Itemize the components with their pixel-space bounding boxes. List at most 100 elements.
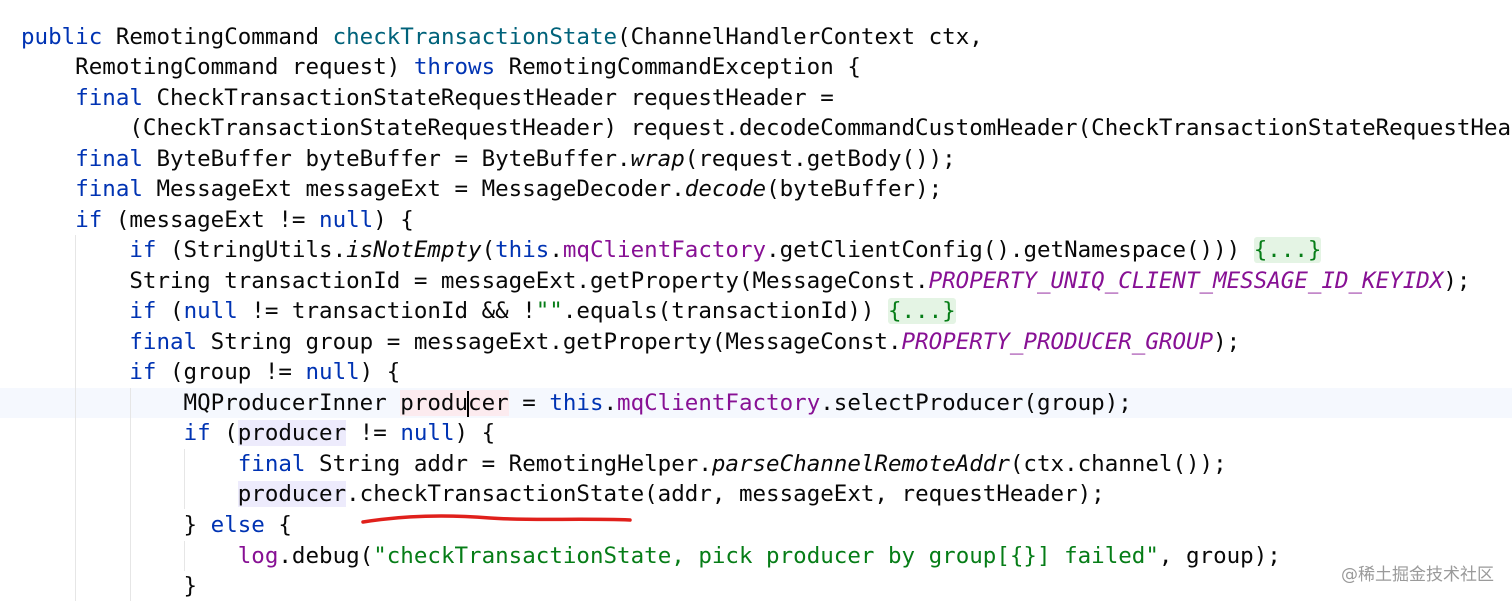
token-text: } xyxy=(21,512,211,538)
code-line-9[interactable]: String transactionId = messageExt.getPro… xyxy=(21,266,1470,296)
token-text: MessageExt messageExt = MessageDecoder. xyxy=(142,176,685,202)
code-line-17[interactable]: } else { xyxy=(21,510,292,540)
watermark: @稀土掘金技术社区 xyxy=(1341,565,1494,585)
token-text: .selectProducer(group); xyxy=(820,390,1132,416)
code-line-6[interactable]: final MessageExt messageExt = MessageDec… xyxy=(21,174,942,204)
token-text: .checkTransactionState(addr, messageExt,… xyxy=(346,481,1105,507)
token-keyword: final xyxy=(237,451,306,477)
token-keyword: final xyxy=(75,176,143,202)
token-variable: produ xyxy=(400,390,469,416)
token-indent xyxy=(21,176,75,202)
token-text: ByteBuffer byteBuffer = ByteBuffer. xyxy=(142,146,631,172)
token-indent xyxy=(21,329,129,355)
code-line-19[interactable]: } xyxy=(21,571,198,601)
token-indent xyxy=(21,85,75,111)
token-static-field: PROPERTY_PRODUCER_GROUP xyxy=(901,329,1214,355)
token-text: String transactionId = messageExt.getPro… xyxy=(21,268,929,294)
token-method-name: checkTransactionState xyxy=(332,24,618,50)
code-line-5[interactable]: final ByteBuffer byteBuffer = ByteBuffer… xyxy=(21,144,956,174)
token-indent xyxy=(21,543,238,569)
token-keyword: null xyxy=(400,420,455,446)
token-keyword: if xyxy=(75,207,103,233)
token-text: .equals(transactionId)) xyxy=(562,298,888,324)
code-line-15[interactable]: final String addr = RemotingHelper.parse… xyxy=(21,449,1227,479)
token-keyword: else xyxy=(210,512,265,538)
token-text: (CheckTransactionStateRequestHeader) req… xyxy=(21,115,1512,141)
token-text: .getClientConfig().getNamespace())) xyxy=(766,237,1254,263)
token-text: String addr = RemotingHelper. xyxy=(305,451,712,477)
token-text: (request.getBody()); xyxy=(684,146,956,172)
code-line-8[interactable]: if (StringUtils.isNotEmpty(this.mqClient… xyxy=(21,235,1322,265)
token-indent xyxy=(21,451,238,477)
code-line-13[interactable]: MQProducerInner producer = this.mqClient… xyxy=(21,388,1132,418)
token-text: (ChannelHandlerContext ctx, xyxy=(617,24,983,50)
token-text: = xyxy=(508,390,550,416)
token-indent xyxy=(21,237,129,263)
token-text: (byteBuffer); xyxy=(766,176,943,202)
code-line-10[interactable]: if (null != transactionId && !"".equals(… xyxy=(21,296,956,326)
code-line-4[interactable]: (CheckTransactionStateRequestHeader) req… xyxy=(21,113,1511,143)
token-keyword: if xyxy=(183,420,211,446)
token-text: CheckTransactionStateRequestHeader reque… xyxy=(142,85,834,111)
token-indent xyxy=(21,146,75,172)
token-text: != transactionId && ! xyxy=(237,298,536,324)
token-static-method: parseChannelRemoteAddr xyxy=(711,451,1010,477)
code-line-18[interactable]: log.debug("checkTransactionState, pick p… xyxy=(21,541,1281,571)
token-string: "checkTransactionState, pick producer by… xyxy=(373,543,1159,569)
token-variable-read-highlight: producer xyxy=(237,481,347,507)
token-text: != xyxy=(346,420,401,446)
code-line-1[interactable]: public RemotingCommand checkTransactionS… xyxy=(21,22,983,52)
token-text: . xyxy=(603,390,618,416)
token-variable-write-highlight: producer xyxy=(400,390,509,417)
token-text: (group != xyxy=(156,359,306,385)
code-line-3[interactable]: final CheckTransactionStateRequestHeader… xyxy=(21,83,834,113)
token-indent xyxy=(21,207,75,233)
token-text: RemotingCommandException { xyxy=(495,54,861,80)
token-text: (ctx.channel()); xyxy=(1009,451,1227,477)
token-variable-read-highlight: producer xyxy=(237,420,347,446)
indent-guide xyxy=(130,388,131,601)
token-keyword: final xyxy=(129,329,198,355)
indent-guide xyxy=(184,449,185,509)
indent-guide xyxy=(184,541,185,571)
token-static-method: isNotEmpty xyxy=(346,237,482,263)
token-text: ( xyxy=(481,237,496,263)
token-keyword: null xyxy=(183,298,238,324)
code-line-14[interactable]: if (producer != null) { xyxy=(21,418,495,448)
code-line-11[interactable]: final String group = messageExt.getPrope… xyxy=(21,327,1240,357)
token-field: log xyxy=(237,543,279,569)
token-keyword: if xyxy=(129,298,157,324)
token-field: mqClientFactory xyxy=(617,390,821,416)
token-variable: cer xyxy=(468,390,509,416)
token-indent xyxy=(21,298,129,324)
token-text: MQProducerInner xyxy=(21,390,401,416)
token-text: RemotingCommand xyxy=(102,24,333,50)
token-keyword: this xyxy=(549,390,604,416)
token-text: ); xyxy=(1443,268,1471,294)
token-text: ); xyxy=(1213,329,1241,355)
folded-region[interactable]: {...} xyxy=(887,298,956,324)
text-caret xyxy=(467,390,470,417)
token-text: ( xyxy=(210,420,238,446)
token-keyword: public xyxy=(21,24,103,50)
code-line-7[interactable]: if (messageExt != null) { xyxy=(21,205,414,235)
token-text: ) { xyxy=(359,359,401,385)
token-keyword: null xyxy=(305,359,360,385)
token-keyword: final xyxy=(75,85,143,111)
token-text: String group = messageExt.getProperty(Me… xyxy=(197,329,902,355)
token-indent xyxy=(21,420,184,446)
code-line-12[interactable]: if (group != null) { xyxy=(21,357,400,387)
token-static-field: PROPERTY_UNIQ_CLIENT_MESSAGE_ID_KEYIDX xyxy=(928,268,1444,294)
token-text: { xyxy=(264,512,292,538)
token-field: mqClientFactory xyxy=(562,237,767,263)
token-text: RemotingCommand request) xyxy=(21,54,414,80)
current-line-highlight xyxy=(0,388,1512,418)
red-underline-annotation xyxy=(361,514,632,524)
token-keyword: throws xyxy=(413,54,496,80)
code-line-16[interactable]: producer.checkTransactionState(addr, mes… xyxy=(21,479,1105,509)
code-line-2[interactable]: RemotingCommand request) throws Remoting… xyxy=(21,52,861,82)
folded-region[interactable]: {...} xyxy=(1253,237,1322,263)
token-text: .debug( xyxy=(278,543,374,569)
token-indent xyxy=(21,481,238,507)
